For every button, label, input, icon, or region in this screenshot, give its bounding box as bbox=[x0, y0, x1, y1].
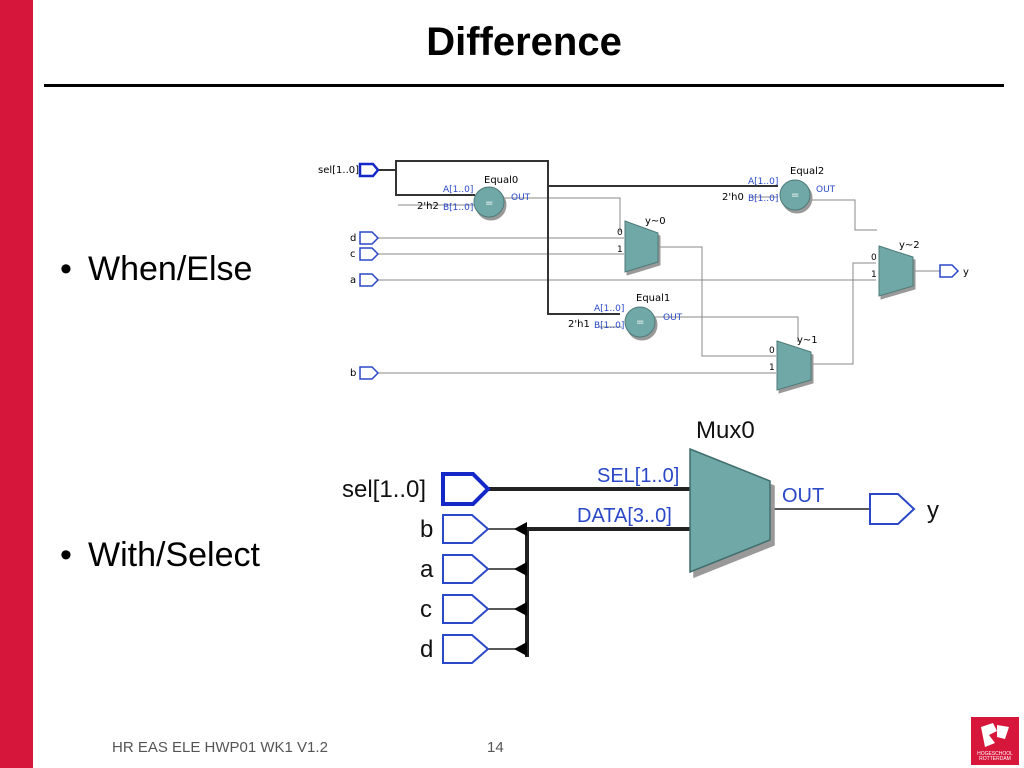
equal0-const: 2'h2 bbox=[417, 201, 439, 212]
logo-line-1: HOGESCHOOL bbox=[977, 751, 1013, 757]
port-y-out-icon bbox=[939, 264, 960, 278]
bullet-text: With/Select bbox=[88, 536, 260, 574]
equal0-block bbox=[473, 186, 505, 218]
equal0-op: = bbox=[485, 198, 493, 209]
equal2-a: A[1..0] bbox=[748, 177, 778, 187]
logo-mark-icon bbox=[981, 723, 1009, 747]
label-a: a bbox=[350, 275, 356, 286]
equal2-b: B[1..0] bbox=[748, 194, 778, 204]
equal1-out: OUT bbox=[663, 313, 683, 323]
equal0-out: OUT bbox=[511, 193, 531, 203]
mux-y1-in0: 0 bbox=[769, 346, 775, 356]
bullet-dot: • bbox=[60, 536, 72, 574]
ripper-d-icon bbox=[514, 642, 527, 656]
mux-port-b-icon bbox=[442, 514, 490, 544]
equal2-name: Equal2 bbox=[790, 166, 824, 177]
ripper-b-icon bbox=[514, 522, 527, 536]
equal1-const: 2'h1 bbox=[568, 319, 590, 330]
mux-y0-block bbox=[624, 220, 659, 273]
mux0-name: Mux0 bbox=[696, 417, 755, 444]
mux-label-d: d bbox=[420, 636, 433, 663]
bus-rippers bbox=[514, 522, 527, 656]
label-y: y bbox=[963, 267, 969, 278]
title-divider bbox=[44, 84, 1004, 87]
mux-y1-block bbox=[776, 340, 812, 391]
thin-wires bbox=[378, 196, 940, 374]
port-d-icon bbox=[359, 231, 380, 245]
ripper-a-icon bbox=[514, 562, 527, 576]
port-a-icon bbox=[359, 273, 380, 287]
slide-title: Difference bbox=[426, 20, 622, 64]
label-c: c bbox=[350, 249, 356, 260]
accent-sidebar bbox=[0, 0, 33, 768]
mux-label-c: c bbox=[420, 596, 432, 623]
mux-y0-in0: 0 bbox=[617, 228, 623, 238]
ripper-c-icon bbox=[514, 602, 527, 616]
mux-y2-in1: 1 bbox=[871, 270, 877, 280]
mux-label-b: b bbox=[420, 516, 433, 543]
mux-port-y-out-icon bbox=[869, 493, 916, 525]
bullet-with-select: • With/Select bbox=[60, 536, 260, 575]
equal0-a: A[1..0] bbox=[443, 185, 473, 195]
port-sel-icon bbox=[358, 162, 380, 178]
equal1-block bbox=[624, 306, 656, 338]
bus-wires bbox=[378, 160, 778, 315]
logo-lettering: HOGESCHOOL ROTTERDAM bbox=[971, 752, 1019, 762]
mux-y2-name: y~2 bbox=[899, 240, 920, 251]
mux0-sel-port: SEL[1..0] bbox=[597, 465, 679, 487]
mux-port-a-icon bbox=[442, 554, 490, 584]
label-sel: sel[1..0] bbox=[318, 165, 359, 176]
equal2-block bbox=[779, 179, 811, 211]
port-c-icon bbox=[359, 247, 380, 261]
page-number: 14 bbox=[487, 739, 504, 756]
mux-port-sel-icon bbox=[441, 472, 491, 506]
equal2-const: 2'h0 bbox=[722, 192, 744, 203]
mux-y0-name: y~0 bbox=[645, 216, 666, 227]
label-b: b bbox=[350, 368, 356, 379]
logo-line-2: ROTTERDAM bbox=[979, 756, 1011, 762]
mux-y2-in0: 0 bbox=[871, 253, 877, 263]
mux-wires bbox=[488, 487, 870, 657]
mux-label-a: a bbox=[420, 556, 434, 583]
mux0-block bbox=[689, 447, 771, 574]
bullet-text: When/Else bbox=[88, 250, 253, 288]
equal1-op: = bbox=[636, 317, 644, 328]
mux-port-c-icon bbox=[442, 594, 490, 624]
mux-label-y: y bbox=[927, 497, 939, 524]
equal2-op: = bbox=[791, 190, 799, 201]
footer-text: HR EAS ELE HWP01 WK1 V1.2 bbox=[112, 739, 328, 756]
bullet-when-else: • When/Else bbox=[60, 250, 252, 289]
port-b-icon bbox=[359, 366, 380, 380]
mux-y1-in1: 1 bbox=[769, 363, 775, 373]
mux-y1-name: y~1 bbox=[797, 335, 818, 346]
bullet-dot: • bbox=[60, 250, 72, 288]
equal1-a: A[1..0] bbox=[594, 304, 624, 314]
mux0-out-port: OUT bbox=[782, 485, 824, 507]
mux-port-d-icon bbox=[442, 634, 490, 664]
hogeschool-logo: HOGESCHOOL ROTTERDAM bbox=[971, 717, 1019, 765]
mux0-data-port: DATA[3..0] bbox=[577, 505, 672, 527]
label-d: d bbox=[350, 233, 356, 244]
equal0-b: B[1..0] bbox=[443, 203, 473, 213]
equal1-b: B[1..0] bbox=[594, 321, 624, 331]
mux-y2-block bbox=[878, 245, 914, 297]
equal0-name: Equal0 bbox=[484, 175, 518, 186]
equal2-out: OUT bbox=[816, 185, 836, 195]
mux-y0-in1: 1 bbox=[617, 245, 623, 255]
equal1-name: Equal1 bbox=[636, 293, 670, 304]
mux-label-sel: sel[1..0] bbox=[342, 476, 426, 503]
